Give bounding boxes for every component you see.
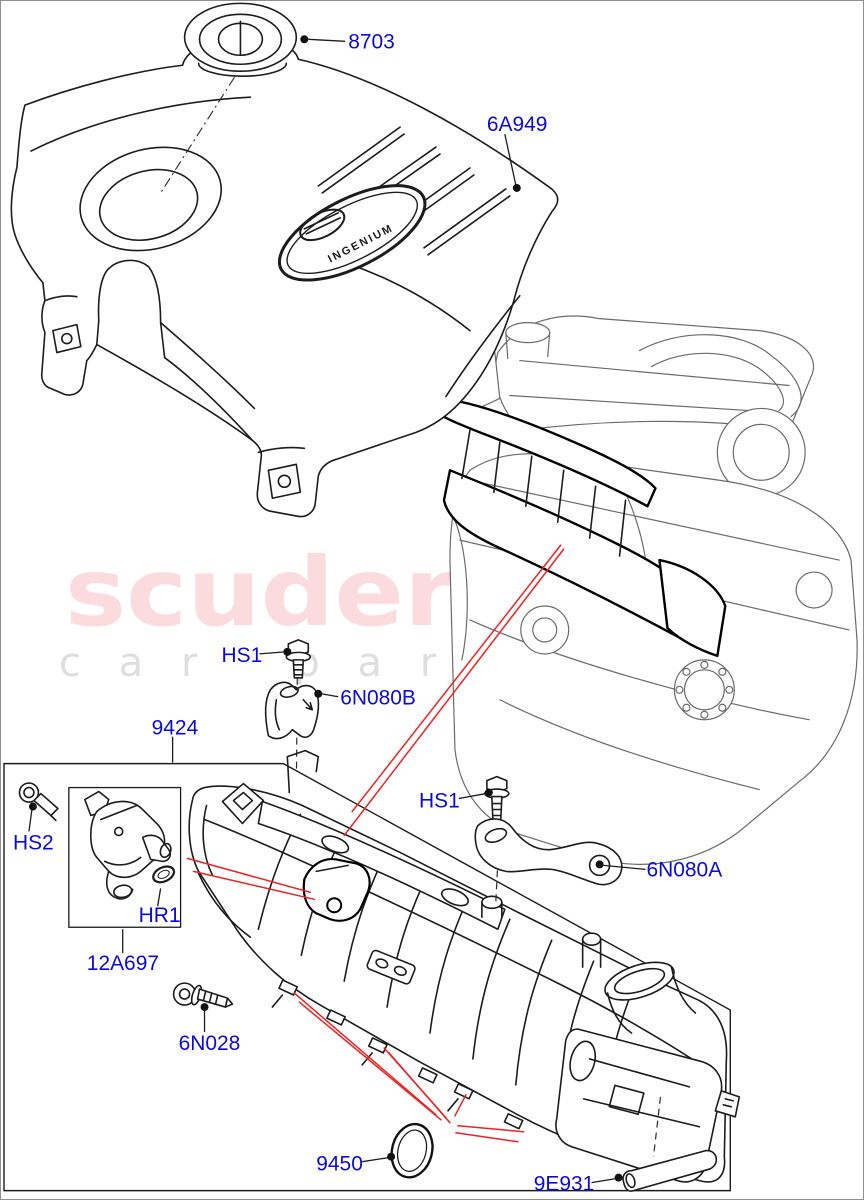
land-rover-oval-logo bbox=[299, 208, 346, 242]
callout-6N080B[interactable]: 6N080B bbox=[340, 687, 416, 710]
leader-lines bbox=[28, 35, 646, 1184]
callout-6N080A[interactable]: 6N080A bbox=[647, 858, 723, 881]
red-reference-lines bbox=[186, 544, 565, 1143]
oil-filler-cap-drawing bbox=[160, 2, 298, 194]
assembly-axis-9E931 bbox=[652, 1096, 662, 1157]
callout-8703[interactable]: 8703 bbox=[348, 30, 395, 53]
callout-6N028[interactable]: 6N028 bbox=[179, 1032, 241, 1055]
watermark-tagline-left: car bbox=[59, 640, 236, 686]
callout-9450[interactable]: 9450 bbox=[316, 1153, 363, 1176]
intake-manifold-installed bbox=[430, 397, 727, 658]
bolt-6N028 bbox=[172, 982, 234, 1008]
callout-HR1[interactable]: HR1 bbox=[139, 904, 181, 927]
callout-labels: 8703 6A949 HS1 6N080B 9424 HS2 HR1 12A69… bbox=[13, 30, 722, 1195]
gasket-9450 bbox=[390, 1122, 434, 1179]
bolt-HS2 bbox=[18, 782, 59, 822]
callout-6A949[interactable]: 6A949 bbox=[487, 113, 548, 136]
engine-cover-drawing: INGENIUM bbox=[10, 37, 559, 518]
callout-9E931[interactable]: 9E931 bbox=[534, 1173, 595, 1196]
o-ring-HR1 bbox=[152, 865, 176, 884]
clip-6N080B bbox=[264, 681, 320, 740]
callout-HS1-top[interactable]: HS1 bbox=[221, 644, 262, 667]
callout-9424[interactable]: 9424 bbox=[152, 717, 199, 740]
intake-manifold-exploded bbox=[188, 749, 741, 1183]
bolt-HS1-top bbox=[285, 639, 312, 679]
callout-HS2[interactable]: HS2 bbox=[13, 831, 54, 854]
callout-12A697[interactable]: 12A697 bbox=[87, 952, 159, 975]
throttle-body-drawing bbox=[555, 961, 741, 1183]
tube-9E931 bbox=[622, 1149, 718, 1192]
callout-HS1-right[interactable]: HS1 bbox=[419, 790, 460, 813]
purge-valve-drawing-12A697 bbox=[84, 790, 172, 900]
